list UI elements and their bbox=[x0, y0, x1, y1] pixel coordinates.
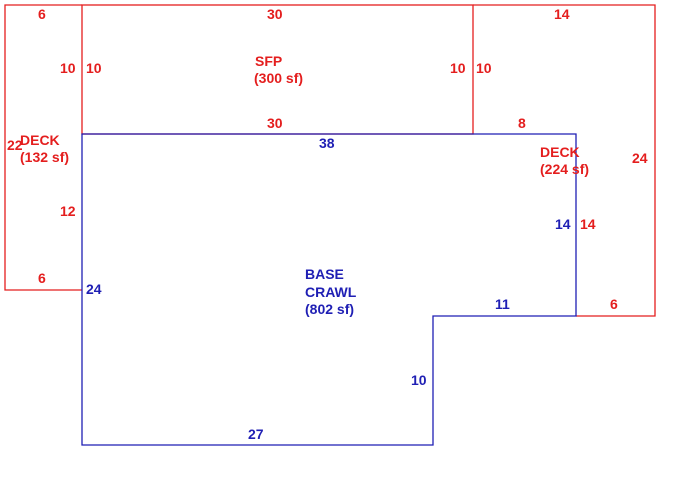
dim-right-deck-side: 24 bbox=[632, 150, 648, 166]
dim-base-left: 24 bbox=[86, 281, 102, 297]
dim-right-deck-inner-upper: 10 bbox=[476, 60, 492, 76]
dim-left-deck-bottom: 6 bbox=[38, 270, 46, 286]
dim-base-bottom: 27 bbox=[248, 426, 264, 442]
dim-left-deck-inner-upper: 10 bbox=[60, 60, 76, 76]
dim-sfp-bottom: 30 bbox=[267, 115, 283, 131]
sfp-name: SFP bbox=[255, 53, 282, 69]
dim-base-top: 38 bbox=[319, 135, 335, 151]
dim-right-deck-step: 8 bbox=[518, 115, 526, 131]
left-deck-name: DECK bbox=[20, 132, 60, 148]
base-area: (802 sf) bbox=[305, 301, 354, 317]
dim-right-deck-bottom: 6 bbox=[610, 296, 618, 312]
dim-left-deck-side: 22 bbox=[7, 137, 23, 153]
dim-base-right: 14 bbox=[555, 216, 571, 232]
right-deck-name: DECK bbox=[540, 144, 580, 160]
dim-left-deck-inner-lower: 12 bbox=[60, 203, 76, 219]
dim-base-step: 11 bbox=[495, 296, 510, 312]
right-deck-outline bbox=[473, 4, 656, 317]
right-deck-area: (224 sf) bbox=[540, 161, 589, 177]
dim-right-deck-top: 14 bbox=[554, 6, 570, 22]
dim-sfp-right: 10 bbox=[450, 60, 466, 76]
left-deck-outline bbox=[4, 4, 82, 291]
sfp-area: (300 sf) bbox=[254, 70, 303, 86]
base-crawl-outline bbox=[81, 133, 577, 446]
base-sub: CRAWL bbox=[305, 284, 357, 300]
dim-sfp-top: 30 bbox=[267, 6, 283, 22]
dim-base-inner: 10 bbox=[411, 372, 427, 388]
left-deck-area: (132 sf) bbox=[20, 149, 69, 165]
base-name: BASE bbox=[305, 266, 344, 282]
dim-sfp-left: 10 bbox=[86, 60, 102, 76]
dim-left-deck-top: 6 bbox=[38, 6, 46, 22]
dim-right-deck-inner-lower: 14 bbox=[580, 216, 596, 232]
